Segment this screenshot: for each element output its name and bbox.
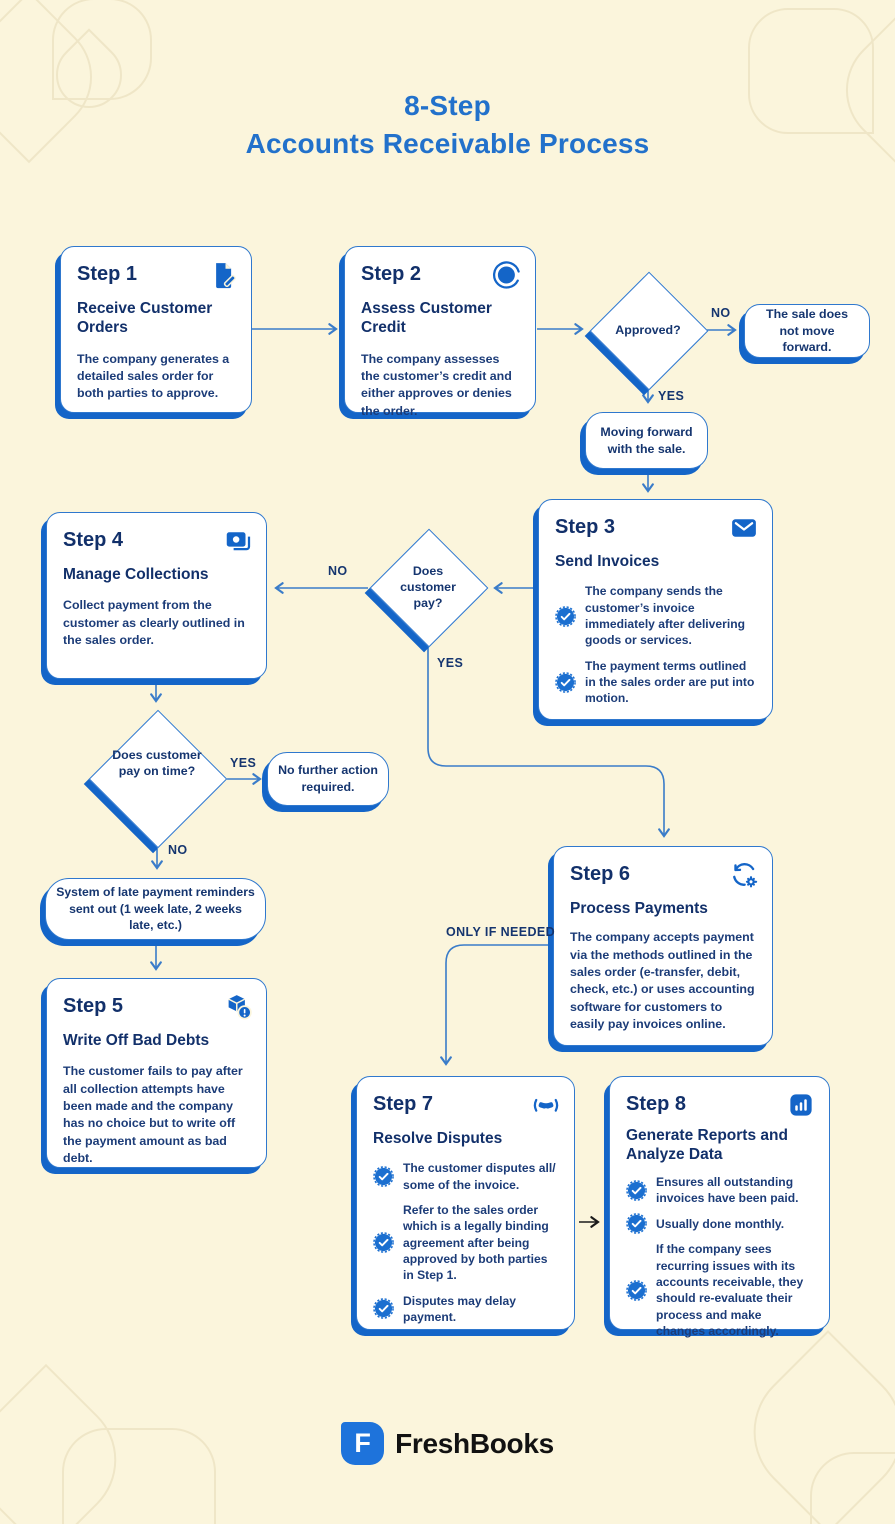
check-badge-icon xyxy=(555,671,576,693)
step4-label: Step 4 xyxy=(63,529,124,551)
step1-label: Step 1 xyxy=(77,263,138,285)
step7-bullet: Refer to the sales order which is a lega… xyxy=(373,1202,558,1284)
step2-label: Step 2 xyxy=(361,263,422,285)
step3-card: Step 3 Send Invoices The company sends t… xyxy=(538,499,773,720)
step2-title: Assess Customer Credit xyxy=(361,300,492,337)
step1-title: Receive Customer Orders xyxy=(77,300,213,337)
step8-label: Step 8 xyxy=(626,1093,687,1115)
step3-bullet-text: The company sends the customer’s invoice… xyxy=(585,584,745,648)
step7-card: Step 7 Resolve Disputes The customer dis… xyxy=(356,1076,575,1330)
check-badge-icon xyxy=(373,1232,394,1254)
step3-bullet: The company sends the customer’s invoice… xyxy=(555,583,756,648)
step8-bullet: Usually done monthly. xyxy=(626,1213,813,1235)
customer-pay-yes-tag: YES xyxy=(437,656,464,670)
document-edit-icon xyxy=(208,260,238,290)
sync-gear-icon xyxy=(729,860,759,890)
decorative-leaf-outline xyxy=(748,8,874,134)
step3-title: Send Invoices xyxy=(555,553,660,570)
customer-pay-no-tag: NO xyxy=(328,564,348,578)
check-badge-icon xyxy=(555,605,576,627)
step4-card: Step 4 Manage Collections Collect paymen… xyxy=(46,512,267,679)
step7-bullet-text: Disputes may delay payment. xyxy=(403,1293,516,1324)
no-action-outcome: No further action required. xyxy=(267,752,389,806)
step8-bullet-text: Usually done monthly. xyxy=(656,1216,785,1231)
decorative-leaf-outline xyxy=(810,1452,895,1524)
step4-body: Collect payment from the customer as cle… xyxy=(63,598,245,648)
credit-check-icon xyxy=(492,260,522,290)
step3-bullet-text: The payment terms outlined in the sales … xyxy=(585,658,755,706)
moving-forward-outcome: Moving forward with the sale. xyxy=(585,412,708,469)
step8-bullet-text: Ensures all outstanding invoices have be… xyxy=(656,1174,799,1206)
step7-bullet-text: Refer to the sales order which is a lega… xyxy=(403,1203,549,1283)
bar-chart-icon xyxy=(786,1090,816,1120)
approved-decision-label: Approved? xyxy=(615,323,681,337)
check-badge-icon xyxy=(626,1213,647,1235)
step4-title: Manage Collections xyxy=(63,566,209,583)
page-title-line2: Accounts Receivable Process xyxy=(245,128,650,159)
pay-on-time-no-tag: NO xyxy=(168,843,188,857)
step7-bullet-text: The customer disputes all/ some of the i… xyxy=(403,1161,556,1192)
step6-card: Step 6 Process Payments The company acce… xyxy=(553,846,773,1046)
check-badge-icon xyxy=(626,1280,647,1301)
step5-body: The customer fails to pay after all coll… xyxy=(63,1064,243,1166)
step7-label: Step 7 xyxy=(373,1093,434,1115)
cash-icon xyxy=(223,526,253,556)
freshbooks-logo-icon: F xyxy=(341,1422,385,1465)
step8-bullet: If the company sees recurring issues wit… xyxy=(626,1241,813,1339)
step1-card: Step 1 Receive Customer Orders The compa… xyxy=(60,246,252,413)
step6-title: Process Payments xyxy=(570,900,708,917)
no-sale-outcome: The sale does not move forward. xyxy=(744,304,870,358)
freshbooks-logo-letter: F xyxy=(354,1428,371,1458)
step5-card: Step 5 Write Off Bad Debts The customer … xyxy=(46,978,267,1168)
late-reminders-outcome: System of late payment reminders sent ou… xyxy=(45,878,266,940)
customer-pay-decision-label: Does customer pay? xyxy=(400,564,456,611)
step8-card: Step 8 Generate Reports and Analyze Data… xyxy=(609,1076,830,1338)
approved-no-tag: NO xyxy=(711,306,731,320)
step7-bullet: The customer disputes all/ some of the i… xyxy=(373,1160,558,1193)
page-title-line1: 8-Step xyxy=(404,90,491,121)
bad-debt-package-icon xyxy=(223,992,253,1022)
only-if-needed-tag: ONLY IF NEEDED xyxy=(446,925,556,939)
brand-name: FreshBooks xyxy=(395,1427,554,1459)
step6-label: Step 6 xyxy=(570,863,631,885)
step7-title: Resolve Disputes xyxy=(373,1130,503,1147)
envelope-icon xyxy=(729,513,759,543)
step3-label: Step 3 xyxy=(555,516,616,538)
pay-on-time-decision-label: Does customer pay on time? xyxy=(112,748,202,779)
step2-card: Step 2 Assess Customer Credit The compan… xyxy=(344,246,536,418)
check-badge-icon xyxy=(626,1179,647,1201)
handshake-icon xyxy=(531,1090,561,1120)
step8-bullet-text: If the company sees recurring issues wit… xyxy=(656,1242,804,1338)
step5-title: Write Off Bad Debts xyxy=(63,1032,210,1049)
step1-body: The company generates a detailed sales o… xyxy=(77,351,230,401)
approved-yes-tag: YES xyxy=(658,389,685,403)
decorative-leaf-outline xyxy=(62,1428,216,1524)
decorative-leaf-outline xyxy=(52,0,152,100)
step6-body: The company accepts payment via the meth… xyxy=(570,930,755,1032)
step7-bullet: Disputes may delay payment. xyxy=(373,1293,558,1326)
step5-label: Step 5 xyxy=(63,995,124,1017)
check-badge-icon xyxy=(373,1166,394,1187)
check-badge-icon xyxy=(373,1298,394,1320)
brand-footer: F FreshBooks xyxy=(0,1422,895,1465)
step3-bullet: The payment terms outlined in the sales … xyxy=(555,658,756,707)
step8-title: Generate Reports and Analyze Data xyxy=(626,1127,788,1164)
step2-body: The company assesses the customer’s cred… xyxy=(361,351,512,418)
step8-bullet: Ensures all outstanding invoices have be… xyxy=(626,1174,813,1207)
pay-on-time-yes-tag: YES xyxy=(230,756,257,770)
